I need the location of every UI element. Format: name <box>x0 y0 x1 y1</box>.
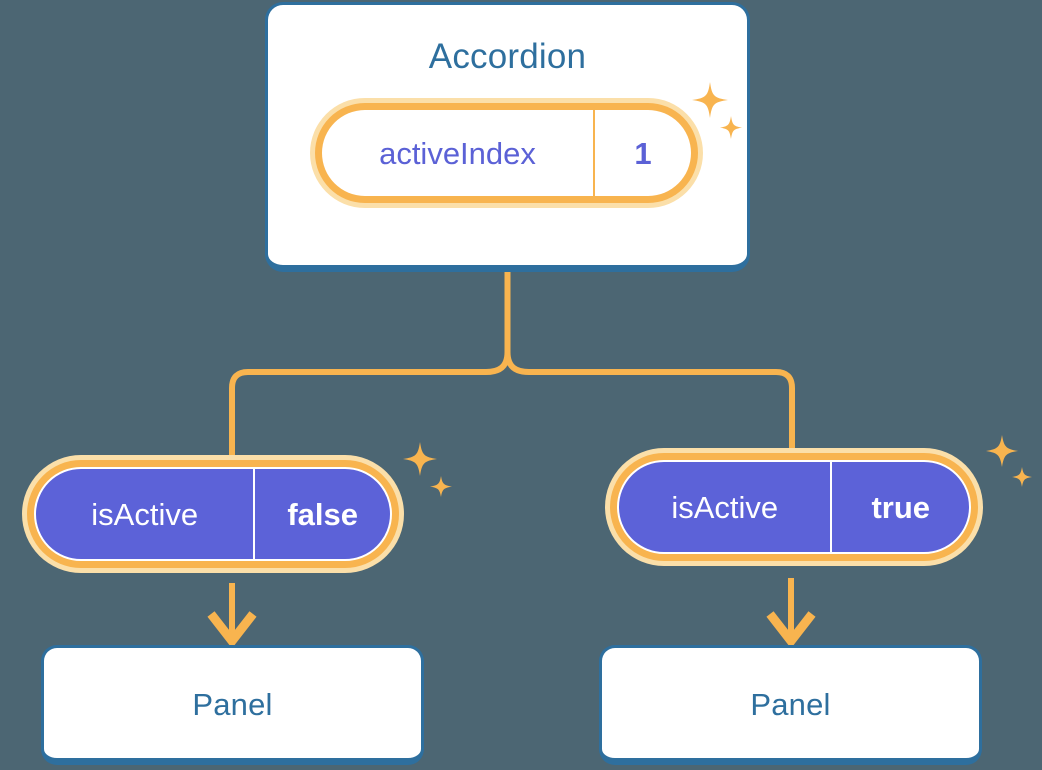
state-value-label: true <box>830 462 969 552</box>
panel-component-card-left[interactable]: Panel <box>41 645 424 765</box>
connector-branch-left <box>229 351 511 455</box>
sparkle-icon <box>986 435 1032 487</box>
state-pill-is-active-false[interactable]: isActive false <box>22 455 404 573</box>
state-key-label: isActive <box>671 489 779 525</box>
connector-branch-right <box>504 351 795 448</box>
arrow-down-icon-left <box>207 583 257 649</box>
state-pill-active-index[interactable]: activeIndex 1 <box>310 98 703 208</box>
panel-component-card-right[interactable]: Panel <box>599 645 982 765</box>
accordion-title: Accordion <box>428 37 587 76</box>
arrow-down-icon-right <box>766 578 816 649</box>
state-value-label: false <box>253 469 390 559</box>
state-value-label: 1 <box>593 110 691 196</box>
sparkle-icon <box>403 442 452 497</box>
state-key-label: activeIndex <box>379 135 536 171</box>
state-pill-is-active-true[interactable]: isActive true <box>605 448 983 566</box>
state-key-label: isActive <box>91 496 199 532</box>
panel-title: Panel <box>750 686 831 722</box>
panel-title: Panel <box>192 686 273 722</box>
